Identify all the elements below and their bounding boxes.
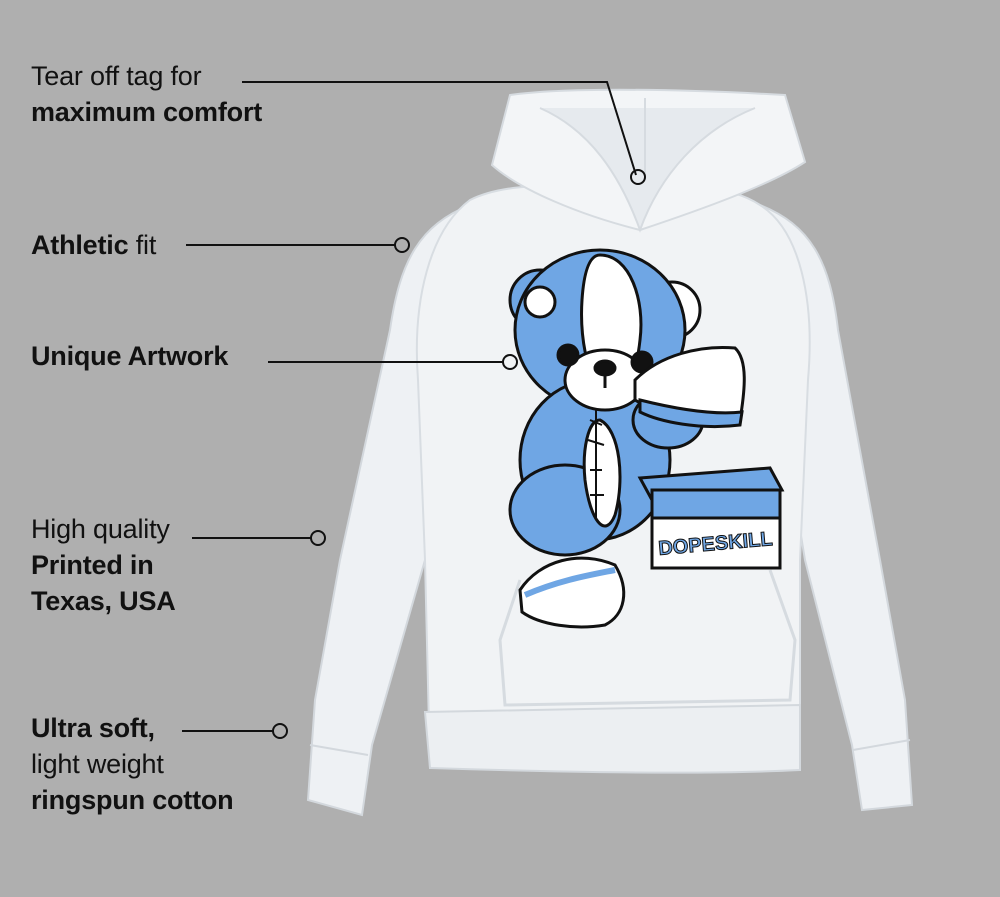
callout-fabric-line3: ringspun cotton	[31, 785, 234, 815]
callout-fabric-line1: Ultra soft,	[31, 713, 155, 743]
hoodie-waistband	[423, 703, 801, 774]
callout-print-line1: High quality	[31, 514, 170, 544]
chest-artwork-bear: DOPESKILL	[508, 248, 785, 629]
callout-printed-texas: High quality Printed in Texas, USA	[31, 511, 176, 619]
callout-fit-rest: fit	[128, 230, 157, 260]
callout-print-line2: Printed in	[31, 550, 154, 580]
callout-tag-line1: Tear off tag for	[31, 61, 202, 91]
callout-tag-line2: maximum comfort	[31, 97, 263, 127]
callout-fit-bold: Athletic	[31, 230, 129, 260]
callout-athletic-fit: Athletic fit	[31, 227, 156, 263]
callout-ringspun-cotton: Ultra soft, light weight ringspun cotton	[31, 710, 234, 818]
callout-tear-off-tag: Tear off tag for maximum comfort	[31, 58, 262, 130]
callout-unique-artwork: Unique Artwork	[31, 338, 228, 374]
callout-print-line3: Texas, USA	[31, 586, 176, 616]
kangaroo-pocket	[498, 569, 797, 707]
callout-connectors	[182, 81, 646, 739]
callout-fabric-line2: light weight	[31, 749, 164, 779]
callout-artwork-bold: Unique Artwork	[31, 341, 229, 371]
